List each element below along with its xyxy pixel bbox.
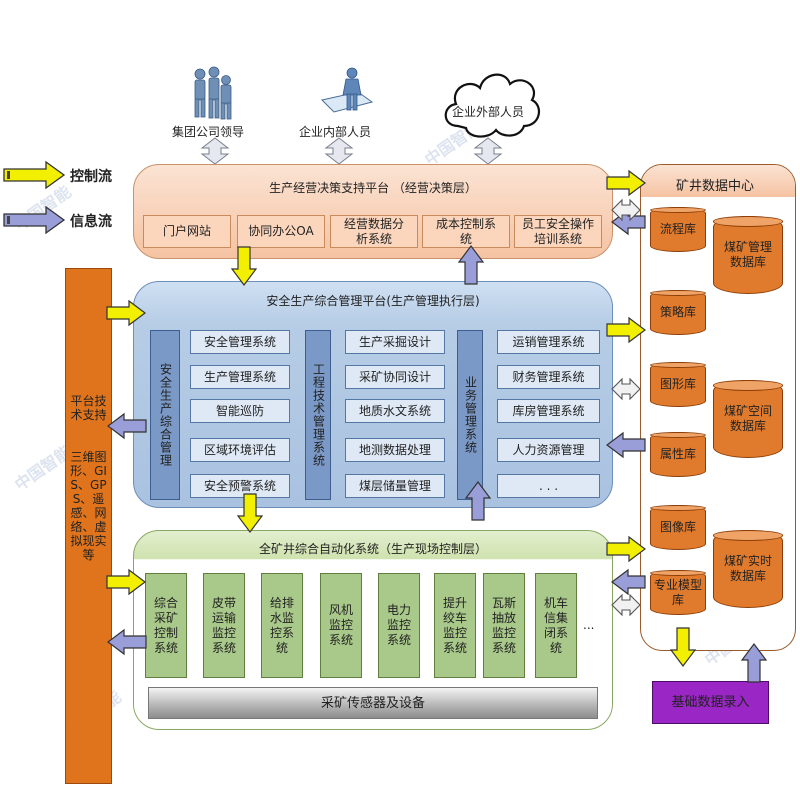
base-data-input-box: 基础数据录入 bbox=[652, 681, 769, 724]
auto-item: 皮带运输监控系统 bbox=[203, 573, 245, 678]
auto-item-label: 给排水监控系统 bbox=[269, 595, 294, 655]
data-center-header bbox=[641, 165, 795, 197]
decision-item-cost-control: 成本控制系统 bbox=[422, 215, 510, 248]
group-engineering-header: 工程技术管理系统 bbox=[305, 330, 331, 500]
control-flow-legend-arrow bbox=[3, 160, 66, 190]
actor-internal-label: 企业内部人员 bbox=[299, 125, 372, 139]
bidirectional-arrow bbox=[611, 198, 641, 617]
mgmt-item: 煤层储量管理 bbox=[345, 474, 445, 498]
mgmt-item: 生产采掘设计 bbox=[345, 330, 445, 354]
group-business-header: 业务管理系统 bbox=[457, 330, 483, 500]
auto-item: 提升绞车监控系统 bbox=[434, 573, 476, 678]
small-database-cylinder: 专业模型库 bbox=[650, 570, 706, 615]
auto-item: 瓦斯抽放监控系统 bbox=[483, 573, 525, 678]
platform-support-bar bbox=[65, 268, 112, 784]
auto-item: 机车信集闭系统 bbox=[535, 573, 577, 678]
decision-item-data-analysis: 经营数据分析系统 bbox=[330, 215, 418, 248]
platform-support-body: 三维图形、GIS、GPS、遥感、网络、虚拟现实等 bbox=[70, 450, 107, 562]
auto-item: 电力监控系统 bbox=[378, 573, 420, 678]
mgmt-item-ellipsis: . . . bbox=[497, 474, 600, 498]
small-database-cylinder: 图像库 bbox=[650, 505, 706, 550]
group-safety-header: 安全生产综合管理 bbox=[150, 330, 180, 500]
mgmt-item: 安全管理系统 bbox=[190, 330, 290, 354]
auto-item-label: 风机监控系统 bbox=[328, 603, 353, 647]
mgmt-item: 地质水文系统 bbox=[345, 399, 445, 423]
mgmt-item: 生产管理系统 bbox=[190, 365, 290, 389]
group-business-title: 业务管理系统 bbox=[463, 376, 478, 454]
auto-item: 风机监控系统 bbox=[320, 573, 362, 678]
small-database-cylinder: 图形库 bbox=[650, 362, 706, 407]
mgmt-item: 采矿协同设计 bbox=[345, 365, 445, 389]
management-layer-title: 安全生产综合管理平台(生产管理执行层) bbox=[266, 294, 480, 308]
mgmt-item: 库房管理系统 bbox=[497, 399, 600, 423]
group-engineering-title: 工程技术管理系统 bbox=[311, 363, 326, 467]
info-flow-legend-arrow bbox=[3, 205, 66, 235]
auto-item-label: 机车信集闭系统 bbox=[543, 595, 568, 655]
small-database-cylinder: 策略库 bbox=[650, 290, 706, 335]
external-staff-cloud-icon bbox=[444, 73, 541, 138]
auto-item-label: 综合采矿控制系统 bbox=[153, 595, 178, 655]
info-flow-legend-label: 信息流 bbox=[70, 214, 112, 230]
control-flow-legend-label: 控制流 bbox=[70, 169, 112, 185]
auto-ellipsis: ... bbox=[583, 618, 595, 632]
mgmt-item: 智能巡防 bbox=[190, 399, 290, 423]
mgmt-item: 运销管理系统 bbox=[497, 330, 600, 354]
small-database-cylinder: 属性库 bbox=[650, 432, 706, 477]
auto-item-label: 皮带运输监控系统 bbox=[211, 595, 236, 655]
leader-bidirectional-arrow bbox=[200, 137, 230, 165]
mgmt-item: 区域环境评估 bbox=[190, 438, 290, 462]
mgmt-item: 财务管理系统 bbox=[497, 365, 600, 389]
mgmt-item: 地测数据处理 bbox=[345, 438, 445, 462]
platform-support-title: 平台技术支持 bbox=[70, 394, 107, 422]
external-bidirectional-arrow bbox=[473, 137, 503, 165]
small-database-cylinder: 流程库 bbox=[650, 207, 706, 252]
auto-item-label: 电力监控系统 bbox=[386, 603, 411, 647]
data-center-title: 矿井数据中心 bbox=[676, 179, 755, 194]
large-database-cylinder: 煤矿实时数据库 bbox=[713, 530, 783, 608]
internal-staff-person-icon bbox=[321, 67, 374, 113]
decision-item-oa: 协同办公OA bbox=[237, 215, 325, 248]
mgmt-item: 安全预警系统 bbox=[190, 474, 290, 498]
auto-item: 给排水监控系统 bbox=[261, 573, 303, 678]
group-leaders-people-icon bbox=[194, 66, 232, 120]
decision-item-portal: 门户网站 bbox=[143, 215, 231, 248]
decision-item-safety-training: 员工安全操作培训系统 bbox=[514, 215, 602, 248]
automation-layer-title: 全矿井综合自动化系统（生产现场控制层） bbox=[258, 542, 487, 556]
management-layer-panel: 安全生产综合管理平台(生产管理执行层) bbox=[133, 281, 613, 508]
decision-layer-title: 生产经营决策支持平台 （经营决策层） bbox=[269, 181, 477, 195]
auto-item: 综合采矿控制系统 bbox=[145, 573, 187, 678]
auto-item-label: 提升绞车监控系统 bbox=[442, 595, 467, 655]
mgmt-item: 人力资源管理 bbox=[497, 438, 600, 462]
internal-bidirectional-arrow bbox=[324, 137, 354, 165]
large-database-cylinder: 煤矿管理数据库 bbox=[713, 216, 783, 294]
auto-item-label: 瓦斯抽放监控系统 bbox=[491, 595, 516, 655]
sensors-bar: 采矿传感器及设备 bbox=[148, 687, 598, 719]
large-database-cylinder: 煤矿空间数据库 bbox=[713, 380, 783, 458]
group-safety-title: 安全生产综合管理 bbox=[158, 363, 173, 467]
actor-external-label: 企业外部人员 bbox=[452, 105, 525, 119]
actor-group-leader-label: 集团公司领导 bbox=[172, 125, 245, 139]
